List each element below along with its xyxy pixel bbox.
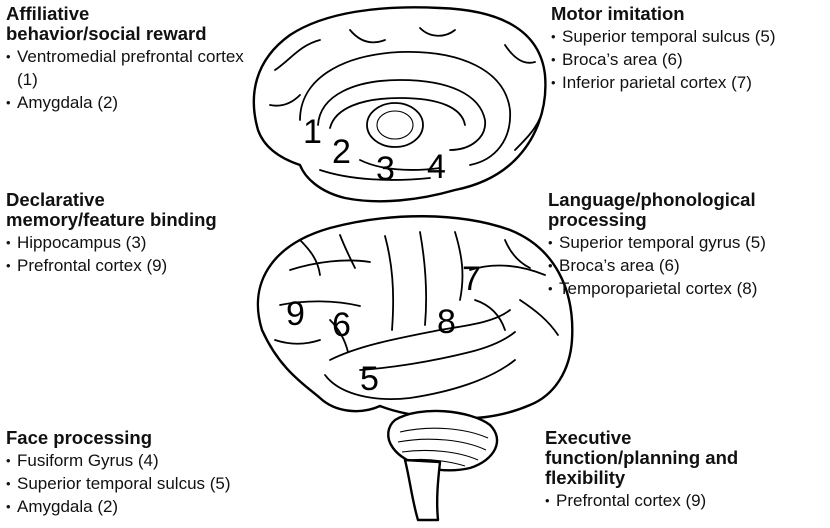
region-label-1: 1 — [303, 113, 322, 151]
medial-brain-view: 1 2 3 4 — [254, 7, 546, 201]
title-line-2: behavior/social reward — [6, 23, 207, 44]
title-line-1: Face processing — [6, 427, 152, 448]
region-list: Hippocampus (3) Prefrontal cortex (9) — [6, 231, 256, 277]
panel-affiliative-behavior: Affiliative behavior/social reward Ventr… — [6, 4, 246, 114]
panel-title: Executive function/planning and flexibil… — [545, 428, 825, 488]
region-list: Superior temporal sulcus (5) Broca’s are… — [551, 25, 826, 94]
list-item: Superior temporal sulcus (5) — [551, 25, 826, 48]
title-line-1: Affiliative — [6, 3, 89, 24]
region-label-9: 9 — [286, 295, 305, 333]
region-label-3: 3 — [376, 150, 395, 188]
region-label-7: 7 — [462, 260, 481, 298]
panel-title: Declarative memory/feature binding — [6, 190, 256, 230]
list-item: Hippocampus (3) — [6, 231, 256, 254]
title-line-2: memory/feature binding — [6, 209, 217, 230]
title-line-1: Executive — [545, 427, 631, 448]
list-item: Prefrontal cortex (9) — [6, 254, 256, 277]
list-item: Fusiform Gyrus (4) — [6, 449, 296, 472]
medial-brain-outline — [254, 7, 546, 201]
list-item: Inferior parietal cortex (7) — [551, 71, 826, 94]
region-list: Ventromedial prefrontal cortex (1) Amygd… — [6, 45, 246, 114]
list-item: Amygdala (2) — [6, 91, 246, 114]
list-item: Broca’s area (6) — [551, 48, 826, 71]
region-label-4: 4 — [427, 148, 446, 186]
list-item: Broca’s area (6) — [548, 254, 828, 277]
region-list: Fusiform Gyrus (4) Superior temporal sul… — [6, 449, 296, 518]
region-label-8: 8 — [437, 303, 456, 341]
region-list: Prefrontal cortex (9) — [545, 489, 825, 512]
list-item: Temporoparietal cortex (8) — [548, 277, 828, 300]
region-label-6: 6 — [332, 306, 351, 344]
title-line-3: flexibility — [545, 467, 625, 488]
panel-motor-imitation: Motor imitation Superior temporal sulcus… — [551, 4, 826, 94]
lateral-brain-view: 5 6 7 8 9 — [258, 216, 572, 520]
list-item: Superior temporal sulcus (5) — [6, 472, 296, 495]
list-item: Amygdala (2) — [6, 495, 296, 518]
panel-title: Motor imitation — [551, 4, 826, 24]
panel-title: Face processing — [6, 428, 296, 448]
list-item: Prefrontal cortex (9) — [545, 489, 825, 512]
region-label-2: 2 — [332, 133, 351, 171]
brainstem — [405, 460, 440, 520]
region-label-5: 5 — [360, 360, 379, 398]
title-line-2: function/planning and — [545, 447, 738, 468]
panel-face-processing: Face processing Fusiform Gyrus (4) Super… — [6, 428, 296, 518]
title-line-1: Language/phonological — [548, 189, 756, 210]
title-line-2: processing — [548, 209, 647, 230]
panel-language-processing: Language/phonological processing Superio… — [548, 190, 828, 300]
panel-title: Language/phonological processing — [548, 190, 828, 230]
panel-declarative-memory: Declarative memory/feature binding Hippo… — [6, 190, 256, 277]
region-list: Superior temporal gyrus (5) Broca’s area… — [548, 231, 828, 300]
title-line-1: Declarative — [6, 189, 105, 210]
panel-executive-function: Executive function/planning and flexibil… — [545, 428, 825, 512]
list-item: Superior temporal gyrus (5) — [548, 231, 828, 254]
list-item: Ventromedial prefrontal cortex (1) — [6, 45, 247, 91]
panel-title: Affiliative behavior/social reward — [6, 4, 246, 44]
title-line-1: Motor imitation — [551, 3, 685, 24]
